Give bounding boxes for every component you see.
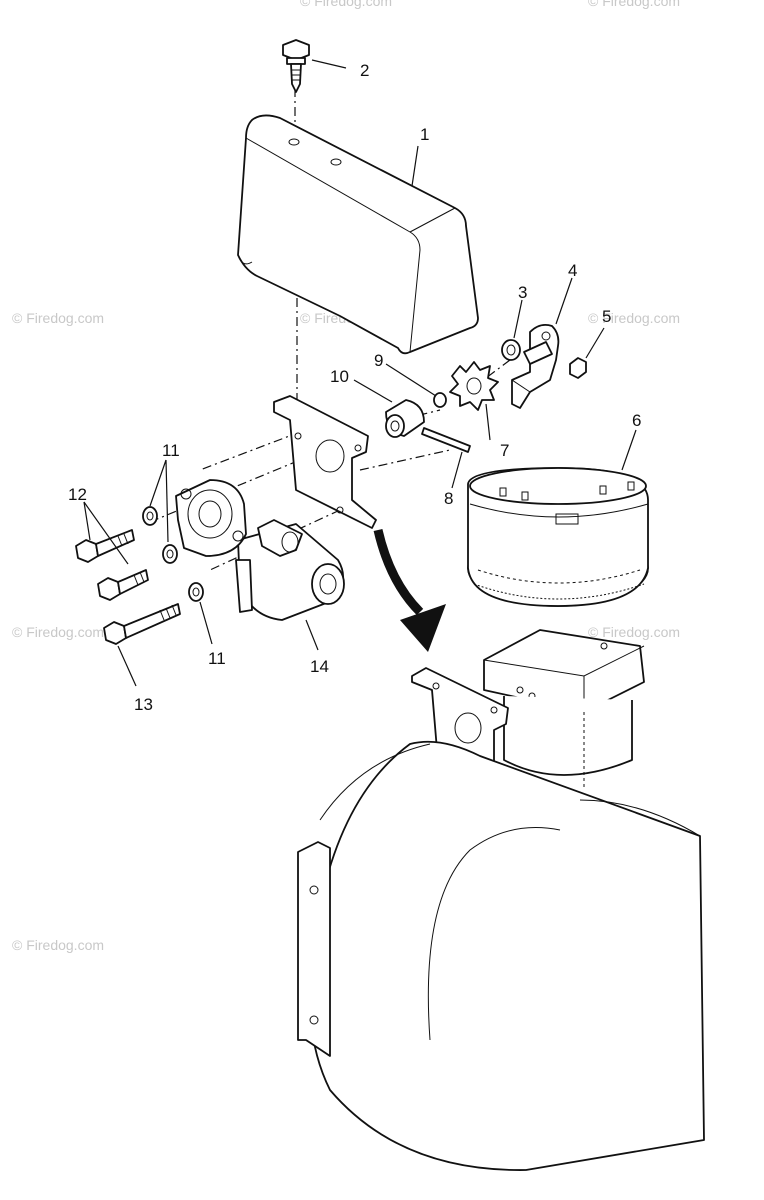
ring-gear-part-6 [467,467,649,607]
callout-6: 6 [632,411,641,430]
bushing-part-10 [385,399,425,438]
callout-1: 1 [420,125,429,144]
motor-part-14 [175,479,345,621]
washers-part-11 [142,506,204,602]
callout-3: 3 [518,283,527,302]
watermark-1: © Firedog.com [12,310,104,326]
callout-2: 2 [360,61,369,80]
watermark-5: © Firedog.com [588,624,680,640]
watermark-10: © Firedog.com [588,0,680,9]
watermark-4: © Firedog.com [12,624,104,640]
watermark-3: © Firedog.com [588,310,680,326]
callout-9: 9 [374,351,383,370]
callout-10: 10 [330,367,349,386]
callout-11-lower: 11 [208,649,226,668]
bracket-part-4 [511,323,560,409]
callout-13: 13 [134,695,153,714]
callout-5: 5 [602,307,611,326]
callout-8: 8 [444,489,453,508]
pin-part-8 [421,427,471,453]
washer-part-9 [433,392,447,408]
watermark-9: © Firedog.com [300,0,392,9]
callout-4: 4 [568,261,577,280]
nut-part-5 [569,357,587,379]
callout-14: 14 [310,657,329,676]
assembly-arrow-icon [373,528,446,652]
callout-7: 7 [500,441,509,460]
callout-11-upper: 11 [162,441,180,460]
chute-housing [297,629,705,1171]
watermark-6: © Firedog.com [12,937,104,953]
bolts-part-12 [75,529,149,601]
screw-part-2 [282,39,310,93]
callout-labels: 2 1 3 4 5 9 10 6 7 8 11 12 11 14 13 [68,61,641,714]
leader-lines [83,59,637,687]
cover-part-1 [237,114,479,355]
gear-part-3 [449,339,521,411]
bolt-part-13 [103,603,181,645]
callout-12: 12 [68,485,87,504]
mounting-bracket [273,395,377,529]
